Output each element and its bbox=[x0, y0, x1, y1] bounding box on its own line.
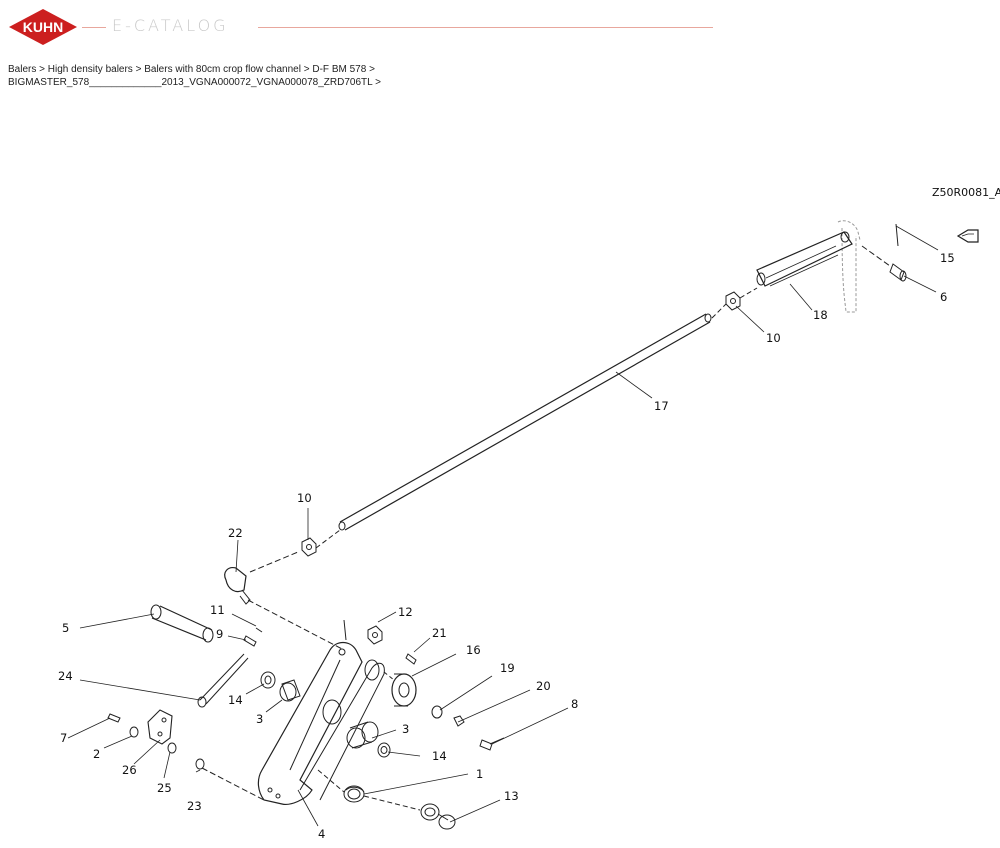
screw-part-7 bbox=[107, 713, 121, 723]
part-label-13[interactable]: 13 bbox=[504, 789, 519, 803]
figure-code: Z50R0081_A bbox=[932, 186, 1000, 199]
part-label-18[interactable]: 18 bbox=[813, 308, 828, 322]
bracket-part-26 bbox=[147, 709, 173, 745]
washer-part-25 bbox=[167, 742, 177, 754]
roller-part-5 bbox=[150, 604, 214, 643]
part-label-16[interactable]: 16 bbox=[466, 643, 481, 657]
bushing-part-3-left bbox=[279, 679, 301, 702]
spring-part-13 bbox=[420, 803, 456, 830]
washer-part-2 bbox=[129, 726, 139, 738]
breadcrumb: Balers > High density balers > Balers wi… bbox=[8, 63, 708, 89]
logo-text: KUHN bbox=[23, 19, 63, 35]
breadcrumb-link-balers[interactable]: Balers bbox=[8, 64, 37, 75]
direction-arrow-icon bbox=[956, 229, 979, 243]
bushing-part-3-right bbox=[346, 721, 379, 749]
breadcrumb-separator: > bbox=[135, 64, 145, 75]
logo-diamond bbox=[9, 9, 77, 45]
nut-part-10-lower bbox=[301, 537, 317, 557]
part-label-12[interactable]: 12 bbox=[398, 605, 413, 619]
header-rule bbox=[82, 27, 106, 28]
part-label-1[interactable]: 1 bbox=[476, 767, 483, 781]
part-label-20[interactable]: 20 bbox=[536, 679, 551, 693]
part-label-8[interactable]: 8 bbox=[571, 697, 578, 711]
part-label-6[interactable]: 6 bbox=[940, 290, 947, 304]
bushing-part-14-right bbox=[377, 742, 391, 758]
part-label-15[interactable]: 15 bbox=[940, 251, 955, 265]
part-label-21[interactable]: 21 bbox=[432, 626, 447, 640]
upper-arm-bracket bbox=[756, 220, 861, 313]
part-label-4[interactable]: 4 bbox=[318, 827, 325, 841]
rod-end-part-22 bbox=[224, 551, 299, 605]
part-label-11[interactable]: 11 bbox=[210, 603, 225, 617]
part-label-25[interactable]: 25 bbox=[157, 781, 172, 795]
breadcrumb-separator: > bbox=[303, 64, 313, 75]
header-rule bbox=[258, 27, 713, 28]
page-title: E-CATALOG bbox=[112, 16, 229, 35]
pin-part-6 bbox=[889, 263, 907, 282]
breadcrumb-separator: > bbox=[369, 64, 375, 75]
part-label-10-upper[interactable]: 10 bbox=[766, 331, 781, 345]
nut-part-23 bbox=[195, 758, 205, 770]
part-label-19[interactable]: 19 bbox=[500, 661, 515, 675]
part-label-5[interactable]: 5 bbox=[62, 621, 69, 635]
part-label-9[interactable]: 9 bbox=[216, 627, 223, 641]
part-label-2[interactable]: 2 bbox=[93, 747, 100, 761]
breadcrumb-separator: > bbox=[375, 77, 381, 88]
screw-part-9 bbox=[243, 627, 263, 647]
shaft-part-24 bbox=[197, 653, 249, 708]
spring-part-1 bbox=[343, 785, 365, 803]
breadcrumb-link-df-bm-578[interactable]: D-F BM 578 bbox=[312, 64, 367, 75]
nut-part-20 bbox=[453, 715, 465, 727]
bearing-part-16 bbox=[391, 673, 417, 707]
breadcrumb-link-80cm-balers[interactable]: Balers with 80cm crop flow channel bbox=[144, 64, 301, 75]
washer-part-19 bbox=[431, 705, 443, 719]
bushing-part-14-left bbox=[260, 671, 276, 689]
part-label-10-lower[interactable]: 10 bbox=[297, 491, 312, 505]
cotter-pin-part-15 bbox=[895, 223, 899, 247]
connecting-rod-part-17 bbox=[338, 313, 712, 531]
breadcrumb-link-high-density-balers[interactable]: High density balers bbox=[47, 64, 133, 75]
leader-lines bbox=[67, 225, 939, 827]
part-label-7[interactable]: 7 bbox=[60, 731, 67, 745]
lever-part-4 bbox=[257, 619, 385, 805]
page-header: KUHN E-CATALOG bbox=[0, 0, 1000, 56]
part-label-17[interactable]: 17 bbox=[654, 399, 669, 413]
nut-part-12 bbox=[367, 625, 383, 645]
breadcrumb-separator: > bbox=[39, 64, 48, 75]
kuhn-logo[interactable]: KUHN bbox=[8, 8, 78, 46]
part-label-3-right[interactable]: 3 bbox=[402, 722, 409, 736]
part-label-14-left[interactable]: 14 bbox=[228, 693, 243, 707]
part-label-3-left[interactable]: 3 bbox=[256, 712, 263, 726]
part-label-23[interactable]: 23 bbox=[187, 799, 202, 813]
part-label-26[interactable]: 26 bbox=[122, 763, 137, 777]
breadcrumb-link-bigmaster-578[interactable]: BIGMASTER_578_____________2013_VGNA00007… bbox=[8, 77, 373, 88]
part-label-14-right[interactable]: 14 bbox=[432, 749, 447, 763]
part-label-24[interactable]: 24 bbox=[58, 669, 73, 683]
grease-nipple-part-21 bbox=[405, 653, 417, 665]
part-label-22[interactable]: 22 bbox=[228, 526, 243, 540]
assembly-line bbox=[861, 245, 891, 267]
